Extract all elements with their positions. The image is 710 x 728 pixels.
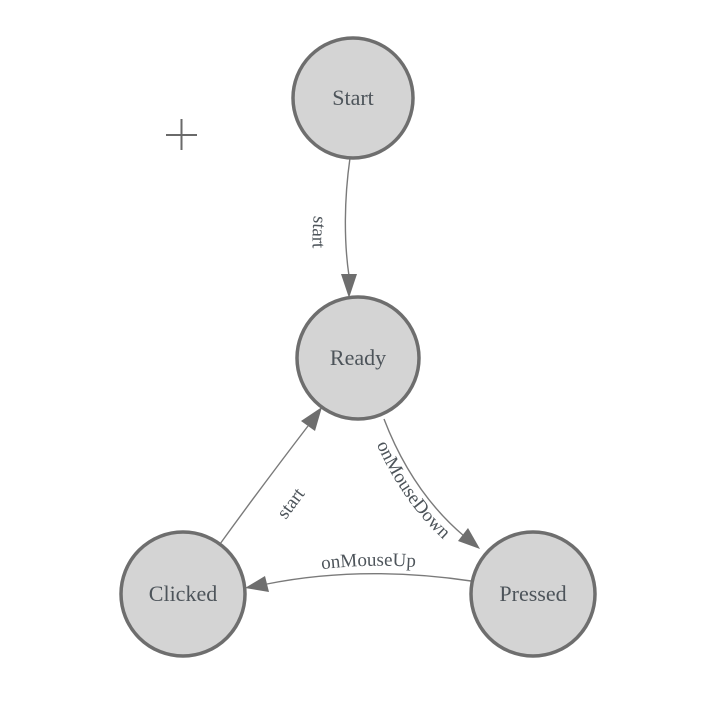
node-label: Start bbox=[332, 85, 374, 110]
edge-path bbox=[344, 157, 351, 277]
arrowhead-icon bbox=[245, 576, 269, 592]
state-node-start[interactable]: Start bbox=[291, 36, 415, 160]
arrowhead-icon bbox=[341, 274, 357, 298]
edge-path bbox=[383, 418, 465, 537]
node-circle bbox=[119, 530, 247, 658]
edge-ready-to-pressed[interactable]: onMouseDown bbox=[372, 418, 480, 549]
state-node-clicked[interactable]: Clicked bbox=[119, 530, 247, 658]
arrowhead-icon bbox=[301, 407, 322, 431]
plus-crosshair-icon bbox=[166, 119, 197, 150]
node-circle bbox=[469, 530, 597, 658]
node-label: Pressed bbox=[499, 581, 566, 606]
state-node-ready[interactable]: Ready bbox=[295, 295, 421, 421]
edge-label: onMouseUp bbox=[320, 550, 416, 574]
edge-label: onMouseDown bbox=[372, 438, 455, 544]
state-node-pressed[interactable]: Pressed bbox=[469, 530, 597, 658]
node-circle bbox=[295, 295, 421, 421]
edge-clicked-to-ready[interactable]: start bbox=[219, 407, 322, 545]
edge-path bbox=[266, 572, 472, 585]
node-label: Ready bbox=[330, 345, 386, 370]
node-circle bbox=[291, 36, 415, 160]
edge-label: start bbox=[273, 484, 310, 523]
edge-start-to-ready[interactable]: start bbox=[307, 157, 357, 298]
node-label: Clicked bbox=[149, 581, 217, 606]
edge-label: start bbox=[307, 215, 329, 249]
edge-path bbox=[219, 425, 309, 545]
arrowhead-icon bbox=[458, 528, 480, 549]
edge-pressed-to-clicked[interactable]: onMouseUp bbox=[245, 550, 472, 592]
